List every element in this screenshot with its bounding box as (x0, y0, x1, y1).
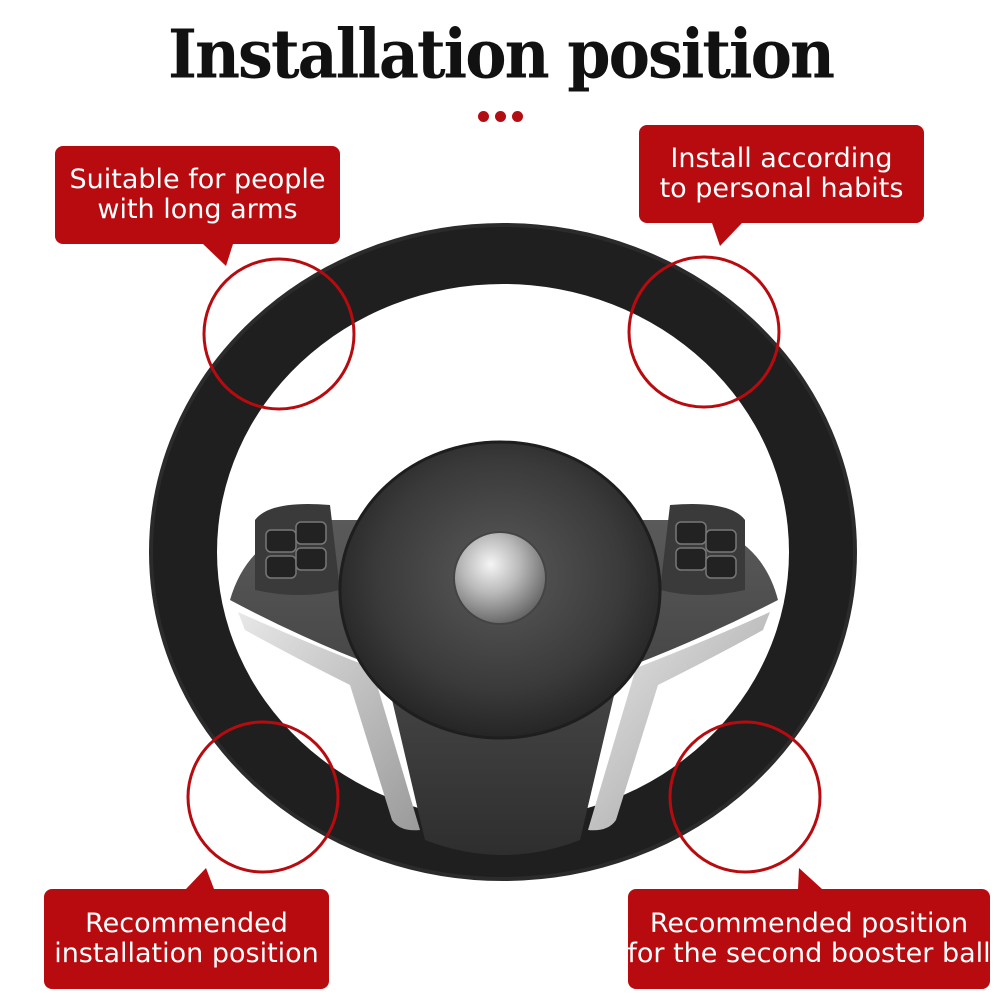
steering-wheel-icon (149, 223, 857, 881)
page-title: Installation position (167, 15, 835, 94)
callout-line: Install according (670, 143, 893, 174)
red-circle-marker-icon (668, 720, 822, 874)
callout-recommended-position: Recommended installation position (44, 889, 329, 989)
callout-pointer (186, 868, 214, 889)
callout-line: to personal habits (659, 173, 904, 204)
decoration-dot (495, 111, 506, 122)
red-circle-marker-icon (627, 255, 781, 409)
callout-pointer (203, 244, 233, 266)
callout-long-arms: Suitable for people with long arms (55, 146, 340, 244)
callout-line: Recommended position (649, 908, 969, 939)
callout-second-booster-ball: Recommended position for the second boos… (627, 889, 991, 989)
callout-line: with long arms (97, 194, 298, 225)
title-decoration-dots (478, 111, 523, 122)
callout-line: Suitable for people (69, 164, 326, 195)
callout-personal-habits: Install according to personal habits (639, 125, 924, 223)
callout-line: Recommended (85, 908, 288, 939)
callout-line: installation position (54, 938, 319, 969)
callout-pointer (712, 223, 742, 246)
decoration-dot (478, 111, 489, 122)
red-circle-marker-icon (186, 720, 340, 874)
callout-line: for the second booster ball (627, 938, 991, 969)
red-circle-marker-icon (202, 257, 356, 411)
callout-pointer (798, 868, 822, 889)
decoration-dot (512, 111, 523, 122)
